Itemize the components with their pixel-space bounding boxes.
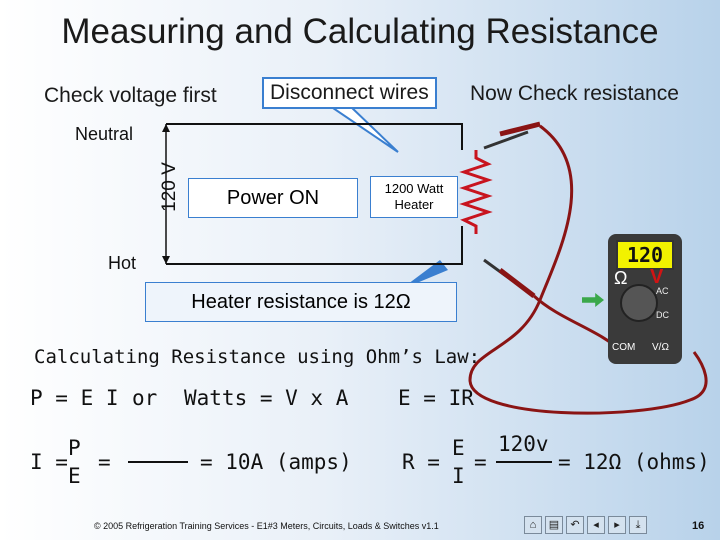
heater-box: 1200 Watt Heater [370, 176, 458, 218]
back-icon[interactable]: ◂ [587, 516, 605, 534]
heater-label: 1200 Watt Heater [384, 181, 444, 212]
meter-ohm-symbol: Ω [614, 268, 628, 288]
formula-watts: Watts = V x A [184, 386, 349, 410]
formula-or: or [132, 386, 158, 410]
end-icon[interactable]: ⤓ [629, 516, 647, 534]
formula-i-denominator: I [452, 464, 465, 488]
formula-e-denominator: E [68, 464, 81, 488]
power-switch-label: Power ON [226, 186, 320, 209]
nav-bar: ⌂ ▤ ↶ ◂ ▸ ⤓ [524, 516, 647, 534]
footer-copyright: © 2005 Refrigeration Training Services -… [94, 521, 439, 531]
meter-vohm-label: V/Ω [652, 342, 669, 353]
neutral-label: Neutral [75, 124, 134, 144]
probe-top-handle [499, 121, 541, 137]
formula-p-numerator: P [68, 436, 81, 460]
step-check-voltage: Check voltage first [44, 84, 217, 107]
slide-title: Measuring and Calculating Resistance [61, 12, 659, 51]
formula-pei: P = E I [30, 386, 119, 410]
meter-ac-label: AC [656, 286, 669, 296]
meter-com-label: COM [612, 342, 636, 353]
formula-i-lhs: I = [30, 450, 68, 474]
meter-display: 120 [616, 240, 674, 270]
voltage-label: 120 V [159, 162, 180, 212]
result-callout: Heater resistance is 12Ω [145, 282, 457, 322]
neutral-wire [166, 123, 463, 150]
formula-eir: E = IR [398, 386, 474, 410]
result-text: Heater resistance is 12Ω [191, 290, 411, 313]
meter-dial-knob[interactable] [620, 284, 658, 322]
step-disconnect-wires: Disconnect wires [262, 77, 437, 109]
probe-bottom-handle [498, 268, 536, 298]
heater-resistor [459, 150, 493, 234]
hot-wire [166, 226, 463, 265]
power-switch: Power ON [188, 178, 358, 218]
page-number: 16 [692, 520, 705, 532]
formula-ohms-result: = 12Ω (ohms) [558, 450, 710, 474]
multimeter: 120 Ω V AC DC COM V/Ω [608, 234, 682, 364]
formula-equals-1: = [98, 450, 111, 474]
return-icon[interactable]: ↶ [566, 516, 584, 534]
source-arrow-top [162, 124, 170, 132]
hot-label: Hot [108, 253, 137, 273]
formula-equals-2: = [474, 450, 487, 474]
meter-dc-label: DC [656, 310, 669, 320]
formula-amps-result: = 10A (amps) [200, 450, 352, 474]
probe-top [483, 130, 529, 150]
formula-e-numerator: E [452, 436, 465, 460]
source-arrow-bottom [162, 256, 170, 264]
formula-r-lhs: R = [402, 450, 440, 474]
meter-volt-symbol: V [650, 266, 664, 288]
forward-icon[interactable]: ▸ [608, 516, 626, 534]
formula-v-numerator: 120v [498, 432, 549, 456]
ohms-law-heading: Calculating Resistance using Ohm’s Law: [34, 346, 481, 368]
step-check-resistance: Now Check resistance [470, 82, 679, 105]
red-test-lead [468, 124, 708, 415]
callout-pointer [326, 105, 399, 153]
home-icon[interactable]: ⌂ [524, 516, 542, 534]
page-icon[interactable]: ▤ [545, 516, 563, 534]
